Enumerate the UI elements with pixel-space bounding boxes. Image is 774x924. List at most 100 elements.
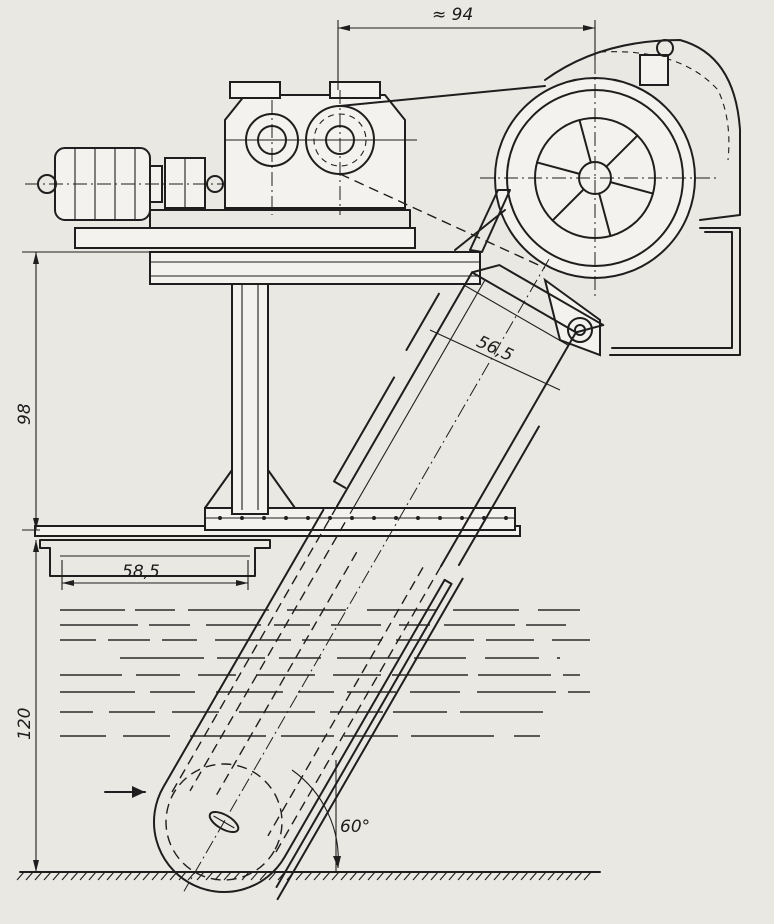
rivet — [504, 516, 508, 520]
ground-hatch-line — [133, 871, 142, 881]
drum-bracket — [454, 189, 511, 253]
ground-hatch-line — [106, 871, 115, 881]
rivet — [460, 516, 464, 520]
ground-hatch-line — [88, 871, 97, 881]
inclined-tube — [153, 258, 605, 901]
ground-hatch-line — [394, 871, 403, 881]
ground-hatch-line — [358, 871, 367, 881]
winch-drum — [480, 39, 741, 357]
ground-hatch-line — [529, 871, 538, 881]
ground-hatch-line — [97, 871, 106, 881]
ground-hatch-line — [475, 871, 484, 881]
ground-hatch-line — [322, 871, 331, 881]
ground-hatch-line — [511, 871, 520, 881]
ground-hatch-line — [34, 871, 43, 881]
ground-hatch-line — [70, 871, 79, 881]
drum-spoke — [578, 119, 592, 164]
dim-height-lower-label: 120 — [15, 708, 35, 740]
ground-hatch-line — [223, 871, 232, 881]
ground-hatch-line — [25, 871, 34, 881]
dim-angle-label: 60° — [340, 817, 370, 837]
ground-hatch-line — [178, 871, 187, 881]
ground-hatch-line — [61, 871, 70, 881]
rivet — [438, 516, 442, 520]
ground-hatch-line — [385, 871, 394, 881]
dim-top-span-label: ≈ 94 — [432, 5, 473, 25]
ground-hatch-line — [538, 871, 547, 881]
ground-hatch-line — [430, 871, 439, 881]
ground-hatch-line — [457, 871, 466, 881]
rivet — [262, 516, 266, 520]
rivet — [372, 516, 376, 520]
ground-hatch-line — [304, 871, 313, 881]
ground-hatch-line — [151, 871, 160, 881]
ground-hatch-line — [115, 871, 124, 881]
dim-base-span-label: 58,5 — [122, 562, 160, 582]
ground-hatch-line — [196, 871, 205, 881]
upper-platform — [74, 209, 481, 285]
ground-hatch-line — [421, 871, 430, 881]
ground-hatch-line — [439, 871, 448, 881]
ground-hatch-line — [214, 871, 223, 881]
ground-hatch-line — [16, 871, 25, 881]
ground-hatch-line — [493, 871, 502, 881]
ground-hatch-line — [367, 871, 376, 881]
drum-spoke — [536, 161, 581, 175]
ground — [16, 871, 601, 881]
ground-hatch-line — [349, 871, 358, 881]
chain-drive — [339, 85, 546, 269]
ground-hatch-line — [547, 871, 556, 881]
ground-hatch-line — [250, 871, 259, 881]
ground-hatch-line — [331, 871, 340, 881]
dim-top-span: ≈ 94 — [337, 5, 596, 90]
rivet — [328, 516, 332, 520]
electric-motor — [25, 147, 250, 221]
ground-hatch-line — [340, 871, 349, 881]
ground-hatch-line — [565, 871, 574, 881]
ground-hatch-line — [403, 871, 412, 881]
drum-spoke — [609, 181, 654, 195]
reducer-gearbox — [224, 81, 420, 215]
rivet — [350, 516, 354, 520]
rivet — [416, 516, 420, 520]
ground-hatch-line — [259, 871, 268, 881]
rivet — [218, 516, 222, 520]
rivet — [394, 516, 398, 520]
ground-hatch-line — [412, 871, 421, 881]
ground-hatch-line — [520, 871, 529, 881]
drum-spoke — [605, 134, 639, 168]
rivet — [240, 516, 244, 520]
ground-hatch-line — [43, 871, 52, 881]
ground-hatch-line — [484, 871, 493, 881]
ground-hatch-line — [52, 871, 61, 881]
support-column — [204, 281, 296, 515]
ground-hatch-line — [205, 871, 214, 881]
drum-spoke — [598, 192, 612, 237]
lower-platform — [34, 507, 521, 577]
dim-tube-width-label: 56,5 — [473, 332, 516, 366]
ground-hatch-line — [142, 871, 151, 881]
drum-spoke — [551, 188, 585, 222]
water-surface — [60, 609, 590, 737]
ground-hatch-line — [466, 871, 475, 881]
rivet — [306, 516, 310, 520]
dim-height-lower: 120 — [15, 540, 39, 872]
rivet — [284, 516, 288, 520]
ground-hatch-line — [79, 871, 88, 881]
ground-hatch-line — [574, 871, 583, 881]
ground-hatch-line — [160, 871, 169, 881]
dim-angle: 60° — [291, 760, 370, 872]
ground-hatch-line — [268, 871, 277, 881]
ground-hatch-line — [376, 871, 385, 881]
ground-hatch-line — [583, 871, 592, 881]
ground-hatch-line — [313, 871, 322, 881]
inflow-arrow — [104, 786, 146, 798]
ground-hatch-line — [124, 871, 133, 881]
ground-hatch-line — [448, 871, 457, 881]
dim-tube-width: 56,5 — [429, 329, 561, 391]
ground-hatch-line — [502, 871, 511, 881]
dim-height-upper: 98 — [15, 251, 150, 531]
dim-height-upper-label: 98 — [15, 403, 35, 425]
